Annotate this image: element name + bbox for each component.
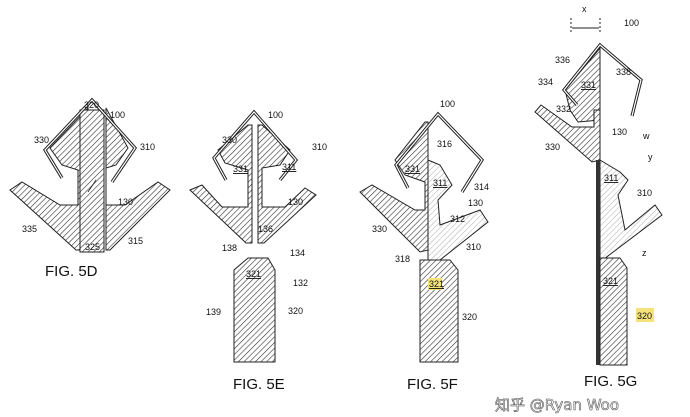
label-139: 139 <box>206 307 221 317</box>
caption-fig-5d: FIG. 5D <box>45 263 98 280</box>
label-320: 320 <box>462 312 477 322</box>
label-100: 100 <box>624 18 639 28</box>
label-312: 312 <box>450 214 465 224</box>
fig-5g: x 100 336 338 334 331 332 130 w 330 y 31… <box>534 4 663 390</box>
label-320: 320 <box>84 100 99 110</box>
fig-5d: 320 100 330 310 130 335 325 315 FIG. 5D <box>9 97 171 280</box>
caption-fig-5e: FIG. 5E <box>233 376 285 393</box>
label-z: z <box>642 248 647 258</box>
label-311: 311 <box>282 162 296 172</box>
part-330 <box>359 121 429 253</box>
part-321 <box>599 257 628 366</box>
label-130: 130 <box>118 197 133 207</box>
divider <box>596 160 600 365</box>
label-325: 325 <box>85 242 100 252</box>
highlight-321 <box>428 278 442 290</box>
label-100: 100 <box>110 110 125 120</box>
label-330: 330 <box>372 224 387 234</box>
label-338: 338 <box>616 67 631 77</box>
label-130: 130 <box>612 127 627 137</box>
label-321: 321 <box>246 269 261 279</box>
label-310: 310 <box>637 188 652 198</box>
label-x: x <box>582 4 587 14</box>
fig-5f: 100 316 331 311 314 130 312 330 310 318 … <box>359 99 489 393</box>
part-330 <box>189 124 253 244</box>
label-320: 320 <box>288 306 303 316</box>
label-100: 100 <box>268 110 283 120</box>
label-331: 331 <box>405 164 420 174</box>
part-320 <box>79 109 105 253</box>
caption-fig-5f: FIG. 5F <box>407 376 458 393</box>
label-314: 314 <box>474 182 489 192</box>
label-311: 311 <box>604 173 618 183</box>
label-315: 315 <box>128 236 143 246</box>
label-330: 330 <box>222 135 237 145</box>
label-138: 138 <box>222 243 237 253</box>
watermark: 知乎 @Ryan Woo <box>495 396 619 414</box>
part-310 <box>105 107 171 251</box>
label-100: 100 <box>440 99 455 109</box>
label-310: 310 <box>140 142 155 152</box>
label-332: 332 <box>556 104 571 114</box>
caption-fig-5g: FIG. 5G <box>584 373 637 390</box>
label-331: 331 <box>233 164 248 174</box>
part-330 <box>534 104 601 163</box>
label-318: 318 <box>395 254 410 264</box>
label-136: 136 <box>258 224 273 234</box>
label-310: 310 <box>466 242 481 252</box>
label-331: 331 <box>581 80 596 90</box>
part-311 <box>599 159 663 264</box>
label-132: 132 <box>293 278 308 288</box>
label-y: y <box>648 152 653 162</box>
label-330: 330 <box>545 142 560 152</box>
label-311: 311 <box>433 178 447 188</box>
label-134: 134 <box>290 248 305 258</box>
label-334: 334 <box>538 77 553 87</box>
label-316: 316 <box>437 139 452 149</box>
fig-5e: 331 311 100 330 310 130 136 138 134 321 … <box>189 109 327 393</box>
highlight-320 <box>636 308 654 322</box>
label-330: 330 <box>34 135 49 145</box>
part-321 <box>419 259 459 363</box>
label-310: 310 <box>312 142 327 152</box>
label-321: 321 <box>429 279 444 289</box>
label-w: w <box>642 131 650 141</box>
label-130: 130 <box>468 198 483 208</box>
label-320: 320 <box>637 311 652 321</box>
label-336: 336 <box>555 55 570 65</box>
label-130: 130 <box>288 197 303 207</box>
label-335: 335 <box>22 224 37 234</box>
part-321 <box>233 257 276 363</box>
label-321: 321 <box>603 276 618 286</box>
